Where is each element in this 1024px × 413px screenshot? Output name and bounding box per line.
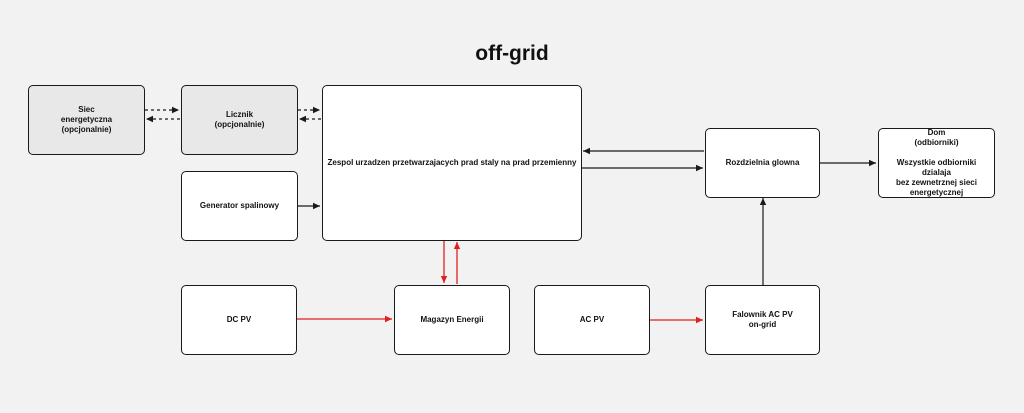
node-ac-pv-label: AC PV [579, 315, 605, 324]
node-dc-pv: DC PV [181, 285, 297, 355]
node-dc-pv-label: DC PV [226, 315, 252, 324]
node-dom: Dom (odbiorniki) Wszystkie odbiorniki dz… [878, 128, 995, 198]
node-generator-spalinowy-label: Generator spalinowy [199, 201, 280, 210]
node-siec-energetyczna-label: Siec energetyczna (opcjonalnie) [60, 105, 113, 134]
diagram-title: off-grid [475, 42, 549, 65]
node-ac-pv: AC PV [534, 285, 650, 355]
node-zespol-urzadzen: Zespol urzadzen przetwarzajacych prad st… [322, 85, 582, 241]
node-dom-label: Dom (odbiorniki) Wszystkie odbiorniki dz… [896, 128, 977, 197]
node-siec-energetyczna: Siec energetyczna (opcjonalnie) [28, 85, 145, 155]
node-licznik-label: Licznik (opcjonalnie) [214, 110, 265, 129]
node-rozdzielnia-glowna: Rozdzielnia glowna [705, 128, 820, 198]
node-zespol-urzadzen-label: Zespol urzadzen przetwarzajacych prad st… [327, 158, 577, 167]
node-rozdzielnia-glowna-label: Rozdzielnia glowna [725, 158, 800, 167]
node-magazyn-energii-label: Magazyn Energii [420, 315, 484, 324]
node-falownik-ac-pv: Falownik AC PV on-grid [705, 285, 820, 355]
node-generator-spalinowy: Generator spalinowy [181, 171, 298, 241]
node-licznik: Licznik (opcjonalnie) [181, 85, 298, 155]
node-falownik-ac-pv-label: Falownik AC PV on-grid [732, 310, 793, 329]
node-magazyn-energii: Magazyn Energii [394, 285, 510, 355]
